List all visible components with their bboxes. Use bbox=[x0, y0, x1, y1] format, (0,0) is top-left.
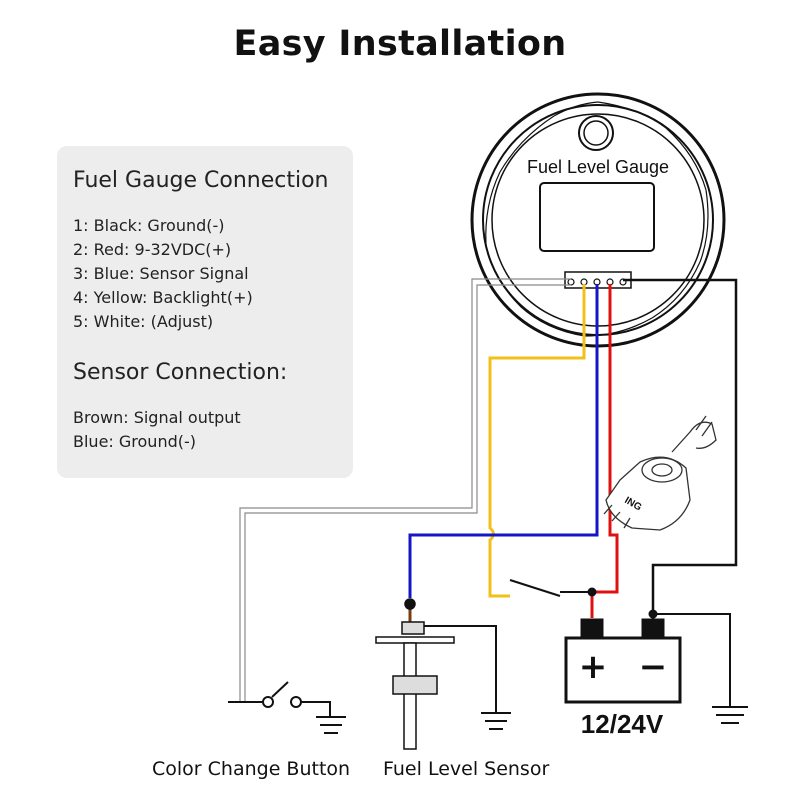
color-change-button-label: Color Change Button bbox=[152, 758, 351, 780]
fuel-level-sensor-label: Fuel Level Sensor bbox=[383, 758, 550, 780]
ignition-switch-symbol bbox=[509, 579, 592, 597]
connection-info-panel: Fuel Gauge Connection 1: Black: Ground(-… bbox=[57, 146, 353, 478]
ground-symbol-sensor bbox=[481, 712, 511, 730]
yellow-wire bbox=[488, 284, 586, 598]
blue-wire bbox=[408, 284, 599, 598]
red-junction-dot bbox=[587, 587, 597, 597]
sensor-connection-line-2: Blue: Ground(-) bbox=[73, 432, 196, 451]
fuel-level-sensor bbox=[375, 598, 497, 750]
page-title: Easy Installation bbox=[233, 24, 567, 64]
white-wire bbox=[239, 278, 571, 702]
ground-symbol-battery bbox=[712, 706, 748, 724]
sensor-connection-line-1: Brown: Signal output bbox=[73, 408, 241, 427]
sensor-connection-heading: Sensor Connection: bbox=[73, 360, 288, 385]
ground-symbol-button bbox=[316, 716, 346, 734]
black-wire bbox=[623, 278, 738, 624]
gauge-connection-line-1: 1: Black: Ground(-) bbox=[73, 216, 225, 235]
gauge-connection-heading: Fuel Gauge Connection bbox=[73, 168, 329, 193]
fuel-level-gauge bbox=[470, 92, 726, 348]
gauge-connection-line-2: 2: Red: 9-32VDC(+) bbox=[73, 240, 232, 259]
battery bbox=[564, 618, 682, 704]
gauge-connection-line-3: 3: Blue: Sensor Signal bbox=[73, 264, 249, 283]
ground-junction-dot bbox=[648, 609, 658, 619]
battery-voltage-label: 12/24V bbox=[581, 709, 664, 739]
gauge-connection-line-4: 4: Yellow: Backlight(+) bbox=[73, 288, 253, 307]
color-change-button-symbol bbox=[228, 681, 331, 716]
battery-plus-sign: + bbox=[579, 647, 608, 687]
gauge-label: Fuel Level Gauge bbox=[527, 157, 669, 177]
gauge-connection-line-5: 5: White: (Adjust) bbox=[73, 312, 214, 331]
battery-minus-sign: − bbox=[639, 647, 668, 687]
ignition-key-illustration bbox=[603, 415, 717, 531]
